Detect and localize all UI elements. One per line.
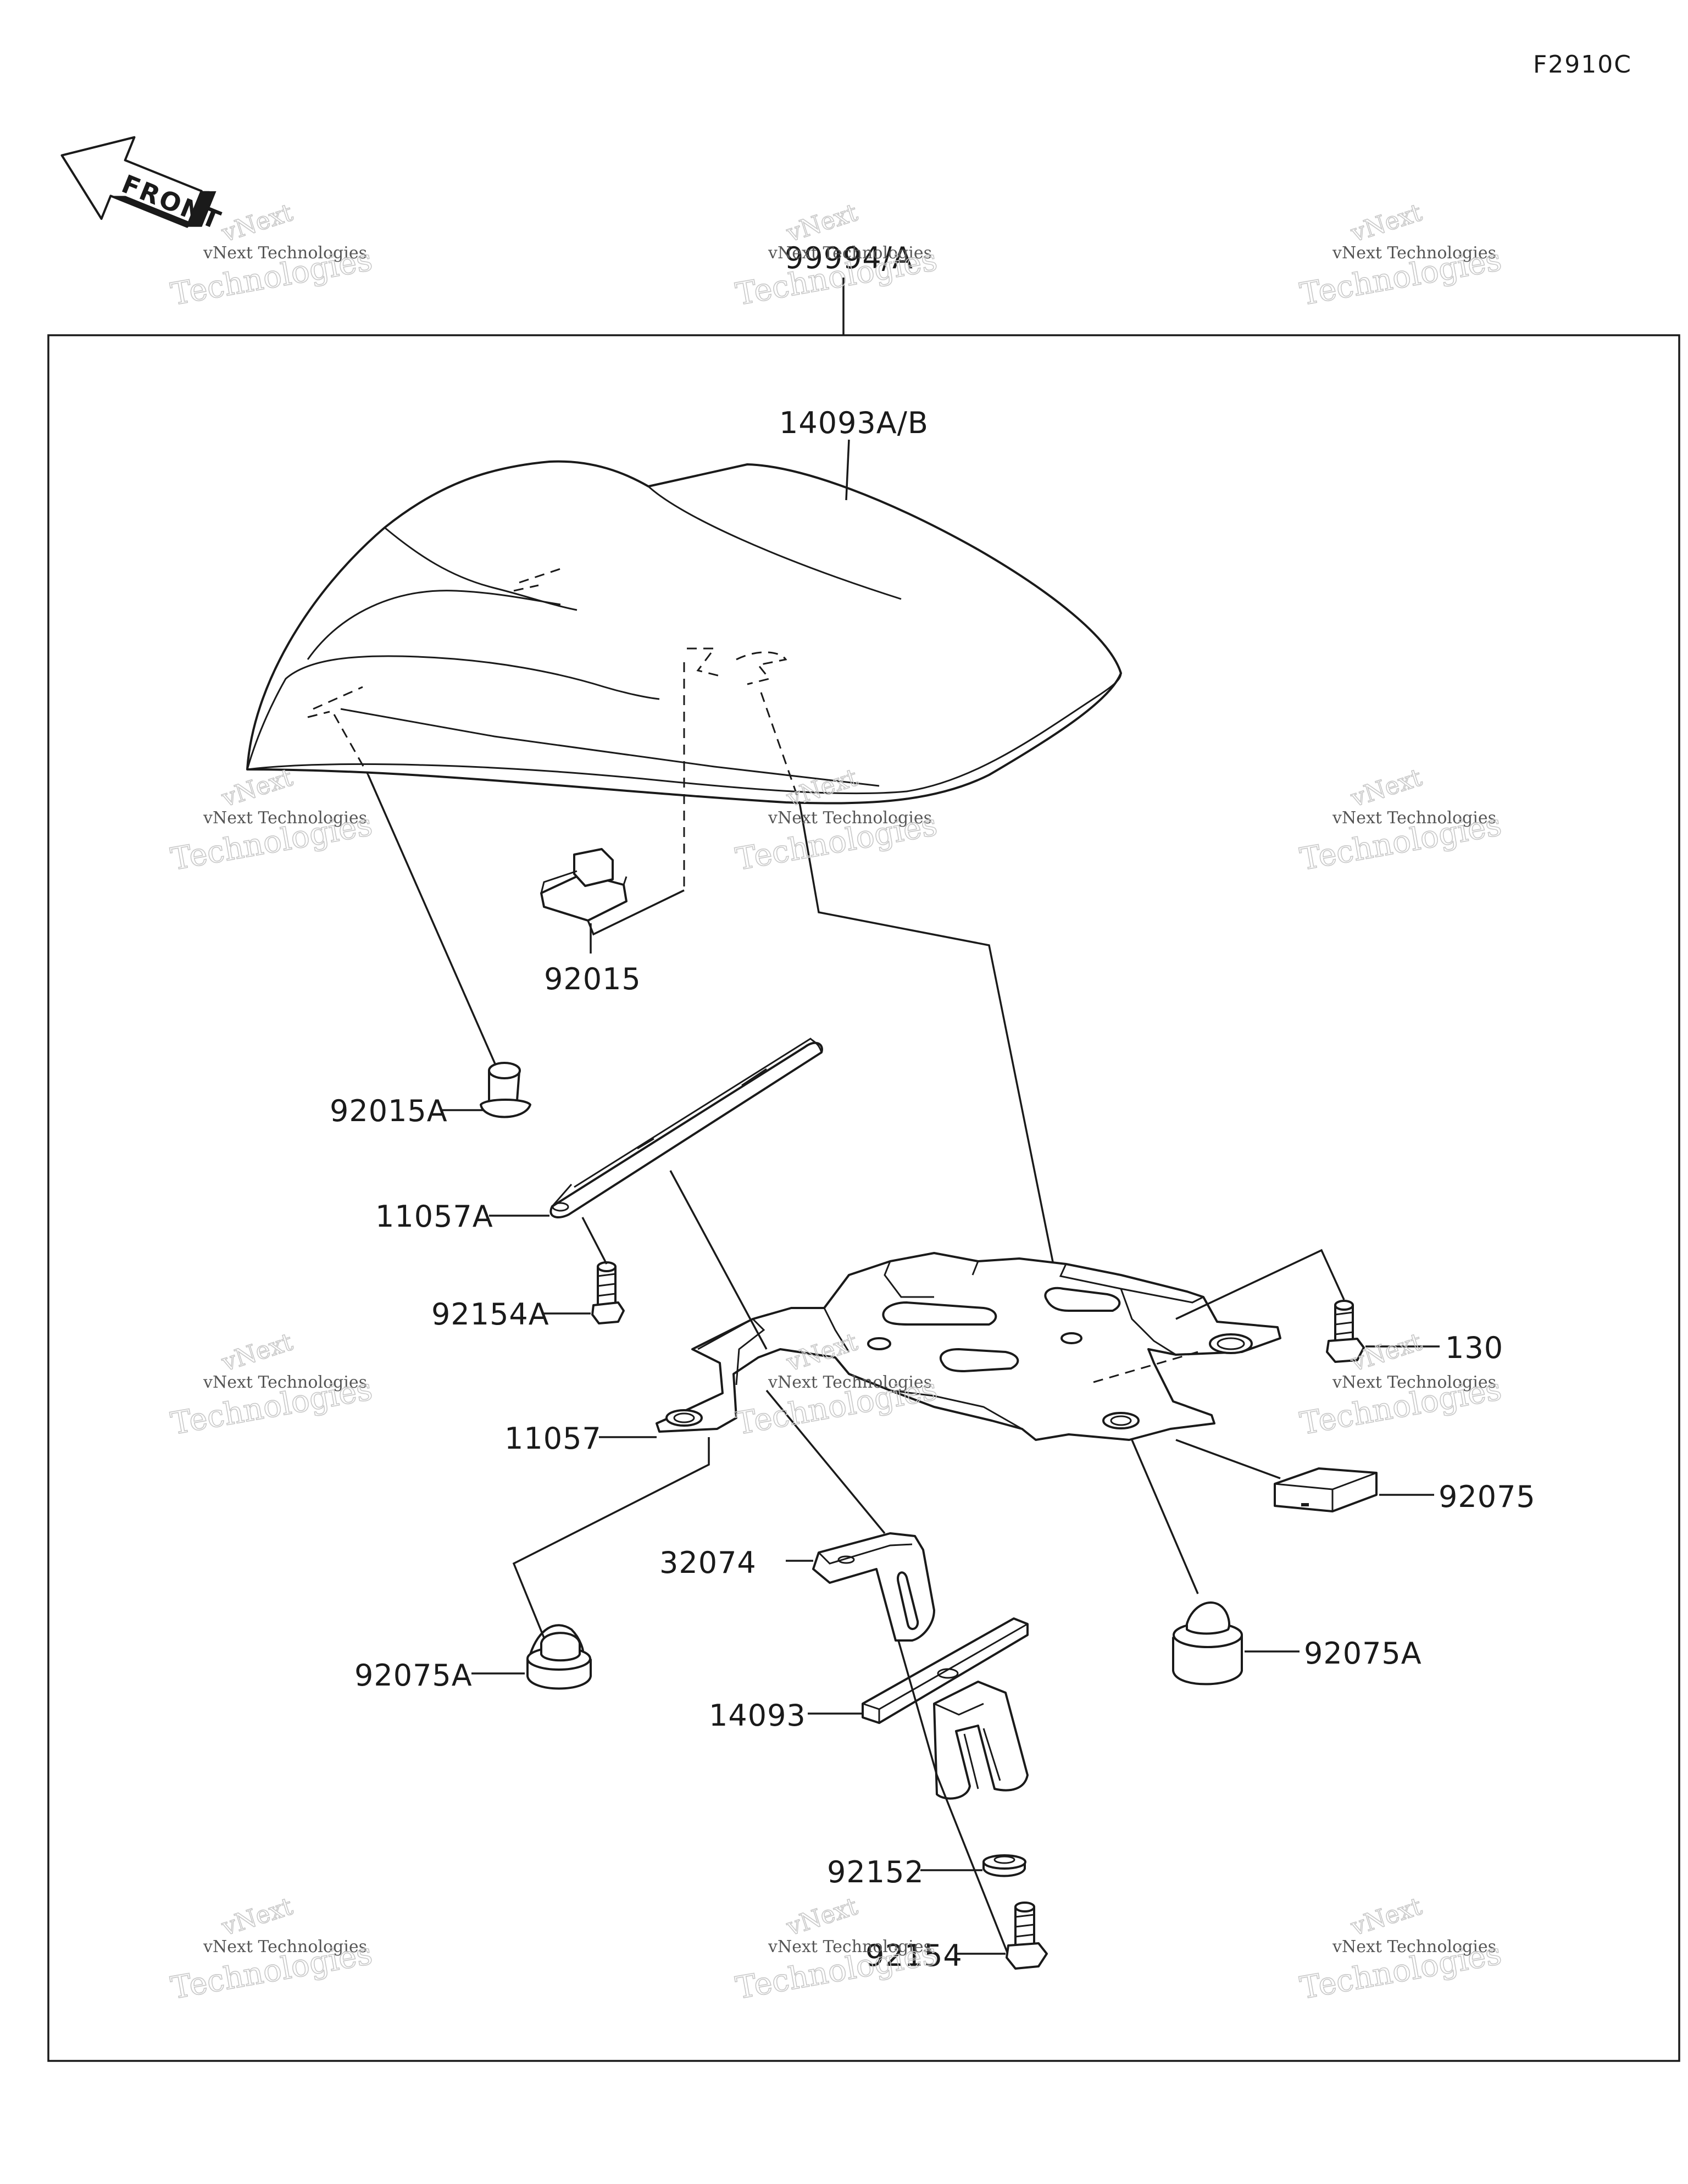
bolt-label: 92154 — [865, 1938, 963, 1973]
seat-cover-label: 14093A/B — [779, 406, 929, 440]
logo-s-icon — [687, 647, 787, 685]
svg-text:vNext: vNext — [1347, 763, 1425, 813]
bolt-a-part — [591, 1261, 625, 1324]
pad-label: 92075 — [1439, 1479, 1536, 1514]
diagram-code: F2910C — [1533, 51, 1632, 79]
bolt-130-label: 130 — [1445, 1331, 1503, 1365]
svg-text:vNext: vNext — [783, 1892, 861, 1942]
svg-text:vNext Technologies: vNext Technologies — [1332, 808, 1496, 828]
watermark: vNext vNext Technologies Technologies — [1297, 1892, 1504, 2006]
cover-label: 14093 — [709, 1698, 806, 1733]
watermark: vNext vNext Technologies Technologies — [1297, 198, 1504, 313]
nut-a-label: 92015A — [330, 1094, 448, 1128]
damper-right-label: 92075A — [1304, 1636, 1422, 1671]
svg-text:vNext: vNext — [218, 198, 296, 248]
assembly-label: 99994/A — [785, 241, 913, 275]
plate-part — [812, 1532, 935, 1642]
washer-label: 92152 — [827, 1855, 924, 1889]
svg-text:vNext Technologies: vNext Technologies — [203, 1373, 367, 1392]
bolt-130-guide — [1175, 1249, 1345, 1320]
damper-right-guide — [1131, 1439, 1199, 1594]
watermark: vNext vNext Technologies Technologies — [732, 198, 940, 313]
bracket-a-label: 11057A — [375, 1199, 493, 1234]
svg-text:vNext Technologies: vNext Technologies — [768, 1373, 932, 1392]
svg-text:vNext: vNext — [218, 1892, 296, 1942]
damper-left-label: 92075A — [354, 1658, 473, 1693]
nut-part — [540, 848, 628, 922]
svg-text:vNext Technologies: vNext Technologies — [1332, 243, 1496, 263]
front-arrow-icon: FRONT — [60, 136, 226, 236]
bolt-130-part — [1326, 1300, 1365, 1363]
assembly-frame — [47, 334, 1680, 2062]
seat-cover-part — [246, 460, 1122, 805]
svg-text:vNext: vNext — [218, 763, 296, 813]
plate-to-32074-guide — [765, 1389, 886, 1534]
svg-text:vNext: vNext — [1347, 198, 1425, 248]
nut-a-part — [480, 1062, 531, 1118]
plate-label: 32074 — [659, 1545, 757, 1580]
pad-guide — [1175, 1439, 1281, 1479]
bolt-a-label: 92154A — [431, 1297, 549, 1332]
nut-label: 92015 — [544, 962, 641, 996]
damper-right-part — [1172, 1601, 1243, 1686]
damper-left-guide — [512, 1437, 710, 1638]
watermark: vNext vNext Technologies Technologies — [168, 1892, 375, 2006]
cover-part — [862, 1617, 1029, 1800]
svg-text:vNext Technologies: vNext Technologies — [768, 243, 932, 263]
guide-line-left — [367, 774, 498, 1069]
watermark: vNext vNext Technologies Technologies — [168, 1327, 375, 1442]
watermark: vNext vNext Technologies Technologies — [168, 763, 375, 878]
watermark: vNext vNext Technologies Technologies — [1297, 763, 1504, 878]
svg-text:vNext Technologies: vNext Technologies — [203, 1937, 367, 1956]
svg-text:vNext Technologies: vNext Technologies — [203, 243, 367, 263]
svg-text:vNext: vNext — [1347, 1328, 1425, 1377]
bolt-a-guide — [581, 1217, 608, 1265]
bracket-a-part — [549, 1038, 823, 1218]
guide-line-right — [798, 802, 1070, 1342]
seat-cover-leader — [845, 439, 850, 501]
bracket-a-to-plate-guide — [669, 1170, 768, 1350]
svg-text:vNext Technologies: vNext Technologies — [203, 808, 367, 828]
svg-text:vNext Technologies: vNext Technologies — [1332, 1937, 1496, 1956]
cover-guide — [897, 1640, 1012, 1963]
svg-text:vNext: vNext — [218, 1328, 296, 1377]
bolt-part — [1006, 1902, 1048, 1970]
svg-text:vNext Technologies: vNext Technologies — [768, 1937, 932, 1956]
watermark: vNext vNext Technologies Technologies — [732, 1892, 940, 2006]
svg-text:vNext Technologies: vNext Technologies — [768, 808, 932, 828]
washer-part — [982, 1854, 1026, 1877]
damper-left-part — [526, 1624, 592, 1690]
pad-part — [1274, 1467, 1378, 1512]
svg-text:vNext: vNext — [1347, 1892, 1425, 1942]
svg-text:vNext Technologies: vNext Technologies — [1332, 1373, 1496, 1392]
carrier-plate-part — [656, 1252, 1281, 1441]
bracket-label: 11057 — [504, 1421, 602, 1456]
